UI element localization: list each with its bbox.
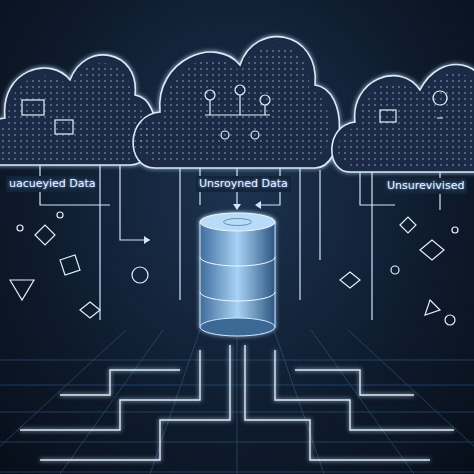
diagram-label: Unsroyned Data <box>196 176 291 192</box>
diagram-label: Unsurevivised <box>384 178 467 194</box>
diagram-label: uacueyied Data <box>6 176 99 192</box>
